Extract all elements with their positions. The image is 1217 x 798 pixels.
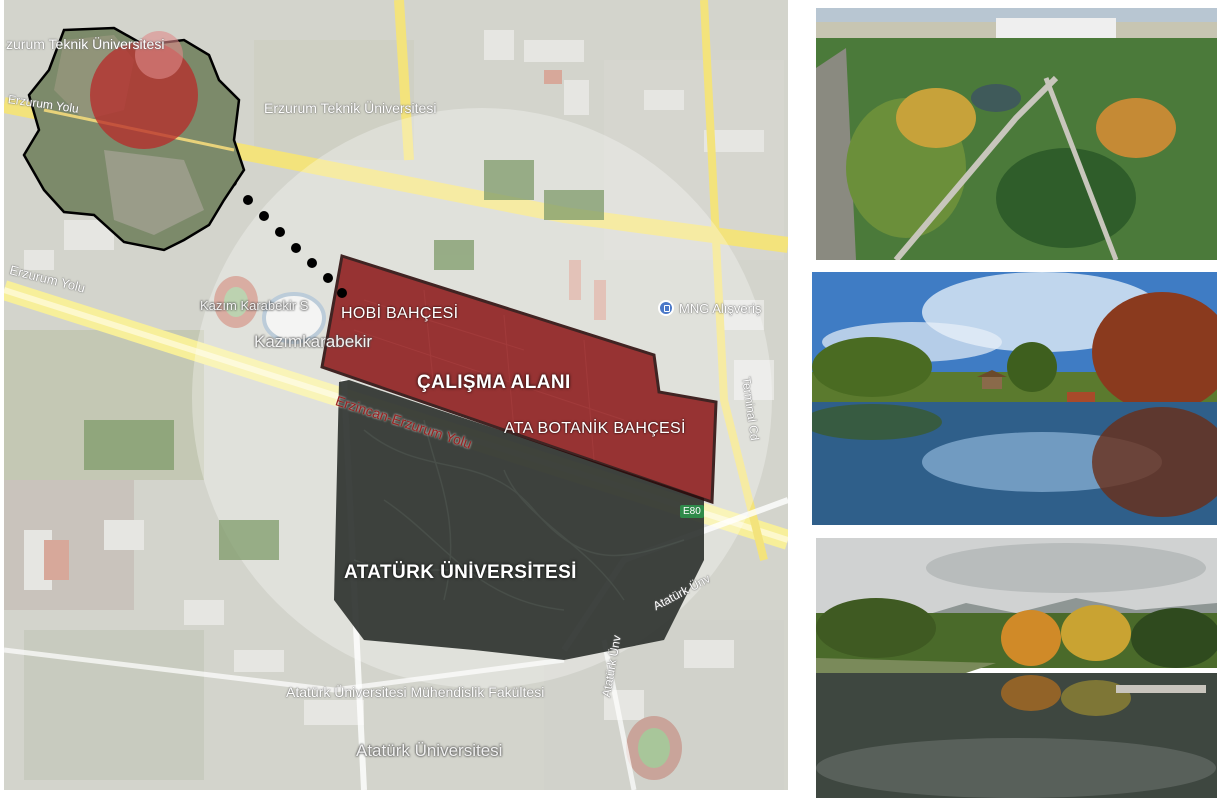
stadium-roof	[262, 292, 326, 344]
study-area-caption: ÇALIŞMA ALANI	[417, 372, 571, 393]
hobby-garden-caption: HOBİ BAHÇESİ	[341, 305, 459, 322]
shopping-bag-icon	[658, 300, 674, 316]
study-area-texture	[353, 289, 625, 461]
stadium-field	[224, 287, 248, 317]
autumn-lake-photo	[816, 538, 1217, 798]
red-roofs	[44, 70, 606, 580]
road-vertical	[394, 0, 414, 161]
stadium-label: Kazım Karabekir S	[200, 298, 309, 313]
road-campus	[4, 647, 565, 693]
field-patch	[254, 40, 414, 160]
poi-marker[interactable]: MNG Alışveriş	[658, 300, 761, 316]
district-label: Kazımkarabekir	[254, 332, 373, 351]
university-map-label: Atatürk Üniversitesi	[356, 741, 503, 760]
university-caption: ATATÜRK ÜNİVERSİTESİ	[344, 562, 577, 583]
forest-paths	[353, 419, 685, 611]
track-inner	[638, 728, 670, 768]
street-label: Atatürk Üniversitesi Mühendislik Fakülte…	[286, 684, 545, 700]
aerial-park-photo	[816, 8, 1217, 260]
street-label: zurum Teknik Üniversitesi	[6, 36, 165, 52]
pond-pavilion-photo	[812, 272, 1217, 525]
garden-plots	[84, 160, 604, 560]
street-label: Erzurum Teknik Üniversitesi	[264, 100, 437, 116]
forest-area	[334, 380, 704, 660]
field-patch	[24, 630, 204, 780]
road-south	[601, 639, 637, 790]
inset-locator-map	[22, 26, 246, 252]
road-shield: E80	[680, 505, 704, 518]
botanic-garden-caption: ATA BOTANİK BAHÇESİ	[504, 420, 686, 437]
poi-label: MNG Alışveriş	[679, 300, 762, 316]
site-map: zurum Teknik Üniversitesi Erzurum Teknik…	[4, 0, 788, 790]
road-terminal	[700, 0, 768, 561]
map-base	[4, 0, 788, 790]
